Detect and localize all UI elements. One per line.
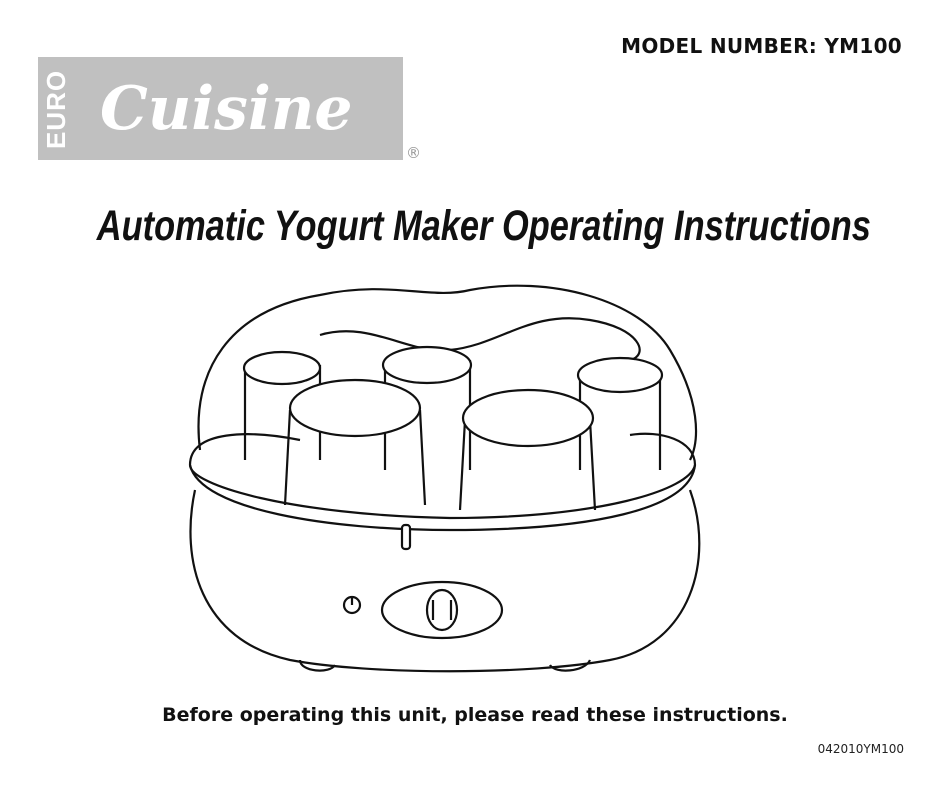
euro-cuisine-logo: EURO Cuisine [38, 57, 403, 160]
read-instructions-notice: Before operating this unit, please read … [162, 704, 788, 726]
yogurt-maker-illustration [188, 284, 701, 673]
control-panel [380, 580, 504, 640]
logo-cuisine: Cuisine [100, 74, 353, 144]
jar-back-right [576, 356, 664, 470]
jar-back-left [242, 350, 322, 460]
logo-euro: EURO [41, 69, 71, 149]
lid-handle [319, 317, 641, 362]
power-light-icon [342, 595, 362, 615]
page-title: Automatic Yogurt Maker Operating Instruc… [0, 202, 950, 251]
base-rim [188, 432, 697, 532]
model-number: MODEL NUMBER: YM100 [621, 34, 902, 58]
base-body [189, 489, 701, 673]
page-title-text: Automatic Yogurt Maker Operating Instruc… [96, 202, 871, 250]
document-code: 042010YM100 [817, 742, 904, 756]
lid-outline [197, 284, 698, 461]
registered-mark: ® [406, 144, 421, 162]
jar-front-right [458, 388, 597, 511]
jar-front-left [283, 378, 427, 506]
